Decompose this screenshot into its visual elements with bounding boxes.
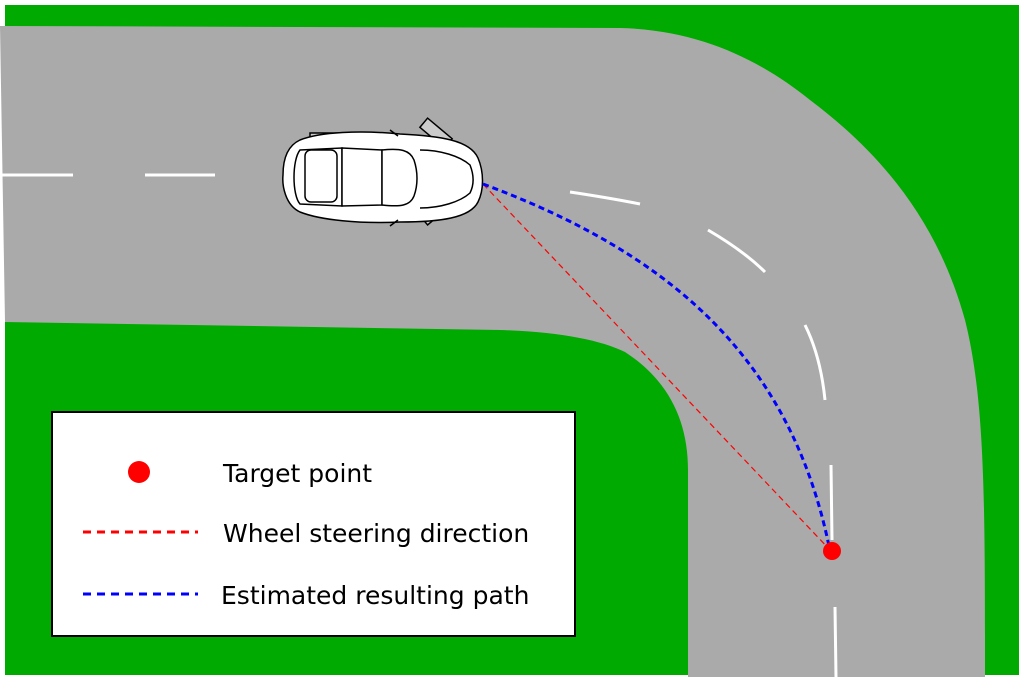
- estimated-path-curve: [482, 182, 832, 552]
- blue-dashed-line-icon: [83, 592, 198, 596]
- wheel-steering-direction-line: [482, 183, 832, 552]
- legend-item-wheel-steering-direction: Wheel steering direction: [53, 513, 574, 553]
- legend-label-estimated-path: Estimated resulting path: [221, 581, 530, 610]
- legend: Target point Wheel steering direction Es…: [51, 411, 576, 637]
- red-dashed-line-icon: [83, 530, 198, 534]
- legend-label-wheel-steering-direction: Wheel steering direction: [223, 519, 530, 548]
- road: [0, 26, 985, 677]
- legend-item-target-point: Target point: [53, 453, 574, 493]
- target-point-icon: [128, 461, 150, 483]
- car-top-view-icon: [282, 117, 484, 227]
- target-point-marker: [823, 542, 841, 560]
- legend-label-target-point: Target point: [223, 459, 373, 488]
- legend-item-estimated-path: Estimated resulting path: [53, 575, 574, 615]
- lane-markings: [0, 173, 838, 677]
